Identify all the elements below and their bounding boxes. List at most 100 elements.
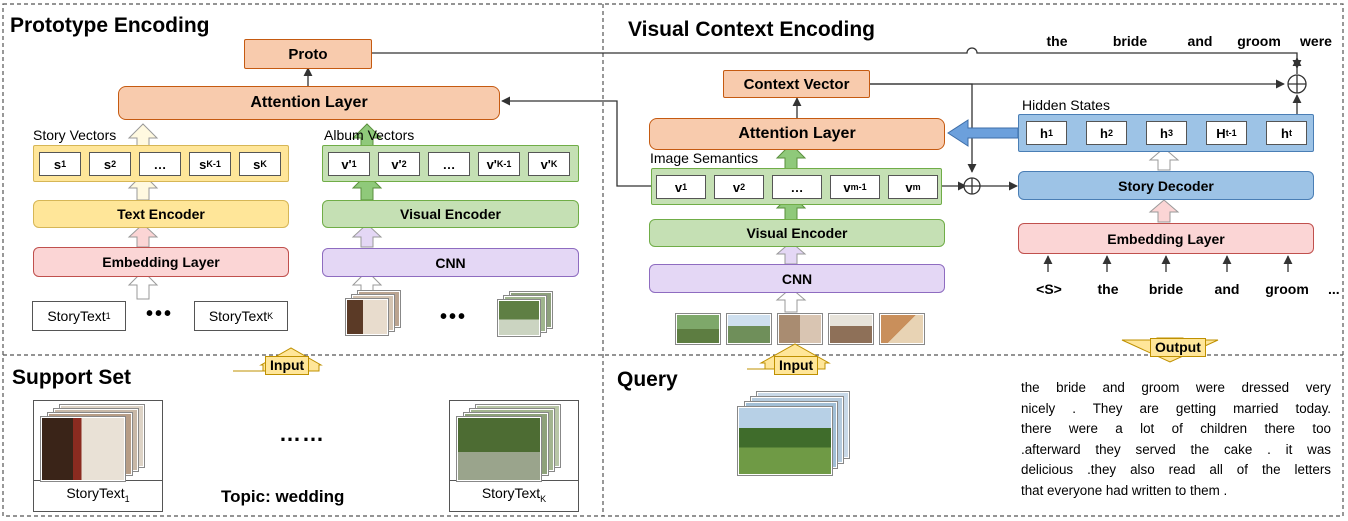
image-semantics-label: Image Semantics — [650, 150, 759, 166]
hidden-state-cell-subscript: 1 — [1047, 128, 1053, 138]
topic-label: Topic: wedding — [221, 487, 345, 506]
support-set-title: Support Set — [12, 366, 131, 389]
story-vector-cell-3: … — [139, 152, 181, 176]
visual-attention-layer: Attention Layer — [649, 118, 945, 150]
input-word-1: <S> — [1036, 281, 1062, 297]
output-word-3: and — [1187, 33, 1213, 49]
story-vector-cell-symbol: s — [253, 156, 261, 172]
proto-to-plus-line — [372, 47, 1302, 69]
story-line: delicious .they also read all of the let… — [1021, 462, 1331, 477]
album-dots: ••• — [440, 306, 468, 328]
image-semantic-cell-subscript: 1 — [682, 182, 688, 192]
image-semantic-cell-symbol: v — [732, 179, 741, 195]
output-word-4: groom — [1237, 33, 1281, 49]
story-line: that everyone had written to them . — [1021, 482, 1228, 498]
story-vector-cell-subscript: K — [260, 159, 267, 169]
proto-attention-layer: Attention Layer — [118, 86, 500, 120]
support-ellipsis: …… — [279, 421, 325, 446]
prototype-encoding-title: Prototype Encoding — [10, 14, 210, 37]
story-line: .afterward they served the cake . it was — [1021, 441, 1331, 457]
support-input-badge: Input — [265, 356, 310, 375]
input-word-5: groom — [1265, 281, 1309, 297]
album-vector-cell-subscript: K-1 — [496, 159, 512, 169]
album-vectors-label: Album Vectors — [324, 127, 415, 143]
hidden-state-cell-subscript: t — [1288, 128, 1292, 138]
visual-context-title: Visual Context Encoding — [628, 18, 875, 41]
story-vector-cell-symbol: s — [53, 156, 62, 172]
text-encoder: Text Encoder — [33, 200, 289, 228]
input-word-2: the — [1097, 281, 1119, 297]
story-decoder: Story Decoder — [1018, 171, 1314, 200]
output-word-1: the — [1046, 33, 1068, 49]
storytext-dots: ••• — [146, 303, 174, 325]
album-vector-cell-subscript: K — [550, 159, 558, 169]
output-word-2: bride — [1112, 33, 1148, 49]
album-vector-cell-4: v'K-1 — [478, 152, 520, 176]
input-word-3: bride — [1148, 281, 1184, 297]
image-semantic-cell-subscript: m — [912, 182, 921, 192]
image-semantic-cell-symbol: v — [843, 179, 851, 195]
query-input-badge: Input — [774, 356, 819, 375]
story-line: there were a lot of children there too — [1021, 421, 1331, 436]
album-vector-cell-subscript: 2 — [401, 159, 407, 169]
decoder-input-arrows — [1043, 255, 1293, 272]
output-badge: Output — [1150, 338, 1206, 357]
proto-box: Proto — [244, 39, 372, 69]
image-semantic-cell-subscript: m-1 — [850, 182, 867, 192]
story-line: the bride and groom were dressed very — [1021, 380, 1331, 395]
query-title: Query — [617, 368, 678, 391]
hidden-state-cell-symbol: h — [1281, 125, 1289, 141]
album-vector-cell-symbol: v' — [341, 156, 352, 172]
proto-embedding-layer: Embedding Layer — [33, 247, 289, 277]
hidden-states-label: Hidden States — [1022, 97, 1110, 113]
story-vector-cell-symbol: s — [103, 156, 112, 172]
proto-cnn: CNN — [322, 248, 579, 277]
image-semantic-cell-symbol: … — [790, 179, 804, 195]
hidden-state-cell-symbol: H — [1216, 125, 1226, 141]
image-semantic-cell-symbol: v — [674, 179, 683, 195]
image-to-proto-attention-line — [501, 96, 651, 187]
input-word-4: and — [1214, 281, 1240, 297]
story-vector-cell-subscript: K-1 — [206, 159, 221, 169]
story-vector-cell-symbol: s — [199, 156, 207, 172]
visual-cnn: CNN — [649, 264, 945, 293]
hidden-state-cell-subscript: t-1 — [1225, 128, 1237, 138]
decoder-embedding-layer: Embedding Layer — [1018, 223, 1314, 254]
story-vector-cell-subscript: 2 — [111, 159, 117, 169]
story-vectors-label: Story Vectors — [33, 127, 117, 143]
story-line: nicely . They are getting married today. — [1021, 400, 1331, 416]
album-vector-cell-symbol: v' — [540, 156, 551, 172]
album-vector-cell-symbol: … — [442, 156, 456, 172]
album-vector-cell-subscript: 1 — [351, 159, 357, 169]
story-vector-cell-subscript: 1 — [61, 159, 67, 169]
hidden-state-cell-subscript: 2 — [1107, 128, 1113, 138]
album-vector-cell-symbol: v' — [391, 156, 402, 172]
hidden-state-cell-symbol: h — [1100, 125, 1108, 141]
image-semantic-cell-symbol: v — [905, 179, 913, 195]
visual-encoder: Visual Encoder — [649, 219, 945, 247]
output-word-5: were — [1300, 33, 1332, 49]
hidden-state-cell-symbol: h — [1040, 125, 1048, 141]
hidden-state-cell-subscript: 3 — [1167, 128, 1173, 138]
hidden-state-cell-symbol: h — [1160, 125, 1168, 141]
image-semantic-cell-3: … — [772, 175, 822, 199]
story-vector-cell-symbol: … — [153, 156, 167, 172]
image-semantic-cell-subscript: 2 — [740, 182, 746, 192]
album-vector-cell-3: … — [428, 152, 470, 176]
context-vector-box: Context Vector — [723, 70, 870, 98]
proto-visual-encoder: Visual Encoder — [322, 200, 579, 228]
